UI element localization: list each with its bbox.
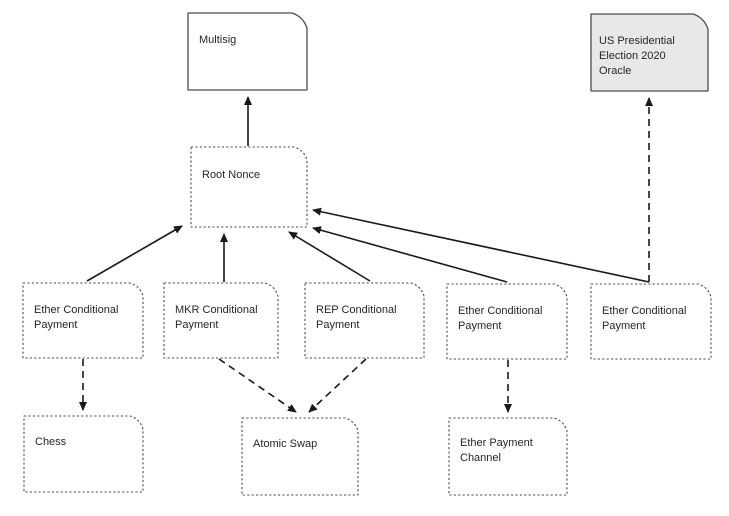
rep-cp-box [304,282,425,359]
node-ether-cp-right: Ether Conditional Payment [590,283,712,360]
ether-cp-left-box [22,282,144,359]
edge-ether-cp-left-to-root-nonce [86,225,183,282]
mkr-cp-label: MKR Conditional Payment [175,304,261,331]
mkr-cp-box [163,282,279,359]
multisig-box [187,12,308,91]
ether-cp-right-box [590,283,712,360]
chess-box [23,415,144,493]
edge-rep-cp-to-root-nonce [288,231,371,282]
ether-cp-mid-box [446,283,568,360]
atomic-swap-box [241,417,359,496]
node-multisig: Multisig [187,12,308,91]
root-nonce-label: Root Nonce [202,169,260,181]
ether-payment-channel-box [448,417,568,496]
oracle-box [590,13,709,92]
node-oracle: US Presidential Election 2020 Oracle [590,13,709,92]
node-ether-payment-channel: Ether Payment Channel [448,417,568,496]
node-root-nonce: Root Nonce [190,146,308,228]
node-rep-cp: REP Conditional Payment [304,282,425,359]
ether-payment-channel-label: Ether Payment Channel [460,437,536,464]
node-ether-cp-left: Ether Conditional Payment [22,282,144,359]
edge-mkr-cp-to-atomic-swap [218,358,297,413]
ether-cp-left-label: Ether Conditional Payment [34,304,121,331]
node-chess: Chess [23,415,144,493]
node-mkr-cp: MKR Conditional Payment [163,282,279,359]
ether-cp-right-label: Ether Conditional Payment [602,305,689,332]
edge-rep-cp-to-atomic-swap [308,358,367,413]
root-nonce-box [190,146,308,228]
oracle-label: US Presidential Election 2020 Oracle [599,35,678,77]
multisig-label: Multisig [199,34,236,46]
edge-ether-cp-right-to-root-nonce [312,207,650,283]
node-atomic-swap: Atomic Swap [241,417,359,496]
chess-label: Chess [35,436,67,448]
node-ether-cp-mid: Ether Conditional Payment [446,283,568,360]
edges [79,96,653,413]
rep-cp-label: REP Conditional Payment [316,304,400,331]
atomic-swap-label: Atomic Swap [253,438,317,450]
ether-cp-mid-label: Ether Conditional Payment [458,305,545,332]
edge-ether-cp-mid-to-root-nonce [312,226,508,283]
